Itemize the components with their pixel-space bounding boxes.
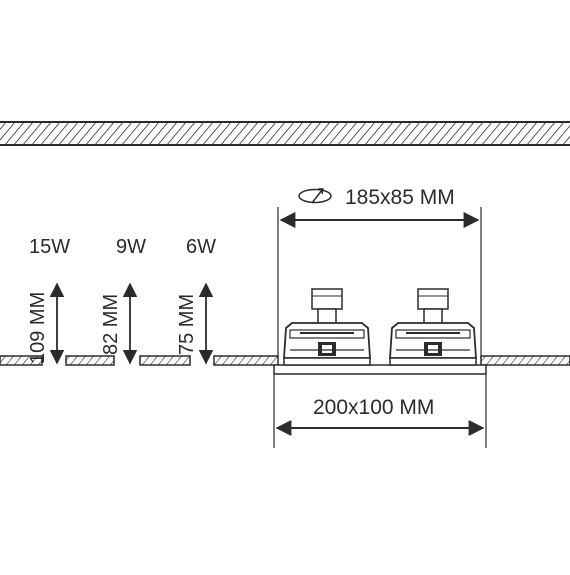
cutout-label: 185x85 MM — [345, 186, 455, 209]
lamp-module-right — [389, 288, 477, 366]
variant-6w: 6W 75 MM — [176, 236, 216, 365]
frame-label: 200x100 MM — [313, 396, 434, 419]
frame-dimension: 200x100 MM — [273, 374, 487, 448]
downlight-fixture — [273, 288, 487, 375]
variant-height-label: 75 MM — [176, 294, 198, 355]
lamp-module-left — [283, 288, 371, 366]
variant-height-label: 109 MM — [27, 292, 49, 364]
variant-power-label: 6W — [186, 236, 216, 258]
cutout-dimension: 185x85 MM — [277, 186, 482, 358]
ceiling-segment-1 — [0, 355, 43, 366]
variant-15w: 15W 109 MM — [27, 236, 70, 365]
ceiling-segment-3 — [139, 355, 191, 366]
ceiling-segment-2 — [65, 355, 115, 366]
ceiling-segment-4 — [213, 355, 279, 366]
variant-power-label: 9W — [116, 236, 146, 258]
ceiling-segment-5 — [480, 355, 570, 366]
ceiling-slab — [0, 121, 570, 146]
variant-9w: 9W 82 MM — [100, 236, 146, 365]
variant-power-label: 15W — [29, 236, 70, 258]
variant-height-label: 82 MM — [100, 294, 122, 355]
trim-frame — [273, 364, 487, 375]
rotate-icon — [298, 188, 332, 204]
ceiling-panel — [0, 355, 570, 366]
